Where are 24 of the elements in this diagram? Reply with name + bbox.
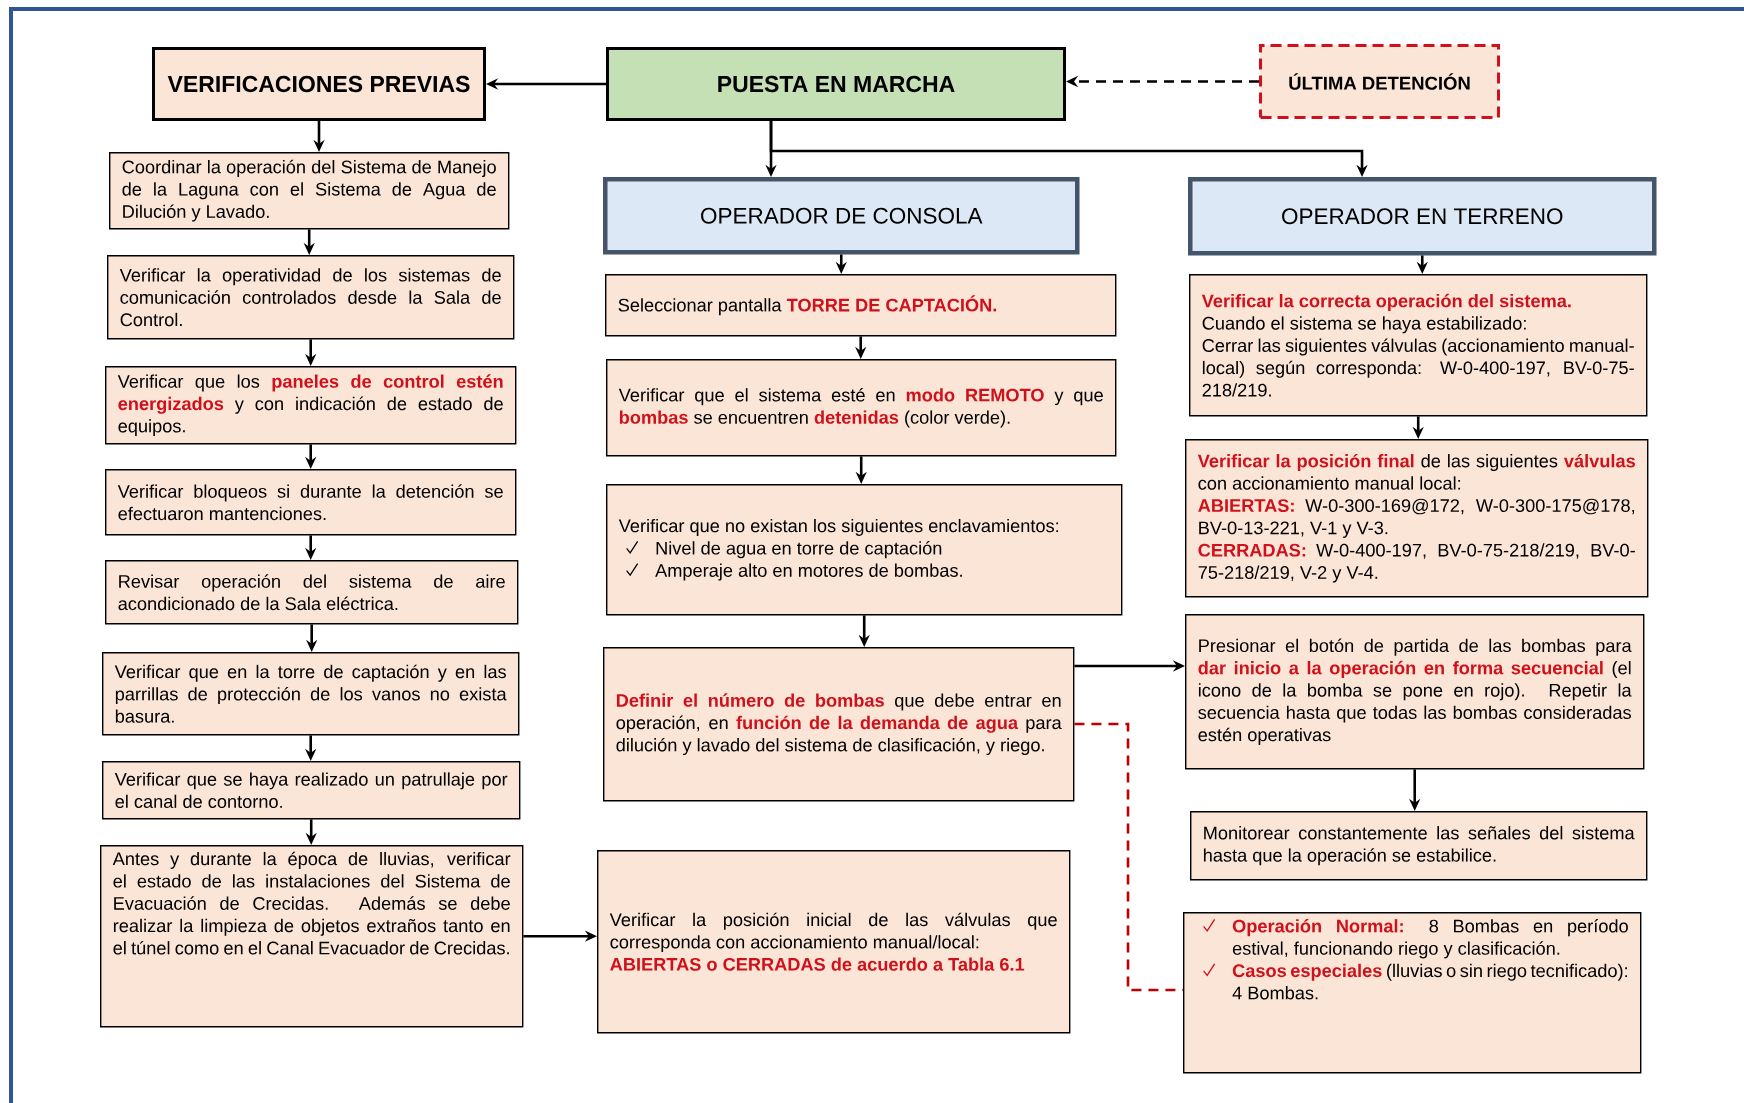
process-box: Coordinar la operación del Sistema de Manejo de la Laguna con el Sistema de Agua de Dilución y Lavado.	[109, 152, 510, 230]
process-box: Verificar que el sistema esté en modo REMOTO y que bombas se encuentren detenidas (color verde).	[606, 359, 1117, 457]
role-box: OPERADOR DE CONSOLA	[603, 177, 1080, 255]
process-box: Verificar que en la torre de captación y en las parrillas de protección de los vanos no exista basura.	[102, 652, 520, 736]
connector-line	[1074, 722, 1183, 992]
process-box: Monitorear constantemente las señales del sistema hasta que la operación se estabilice.	[1190, 811, 1648, 881]
heading-box: ÚLTIMA DETENCIÓN	[1259, 44, 1500, 119]
process-box: Verificar bloqueos si durante la detención se efectuaron mantenciones.	[105, 469, 517, 536]
process-box: Verificar que se haya realizado un patrullaje por el canal de contorno.	[102, 761, 521, 820]
process-box: Verificar que los paneles de control estén energizados y con indicación de estado de equipos.	[105, 366, 517, 445]
process-box: Verificar la correcta operación del sistema. Cuando el sistema se haya estabilizado: Cerrar las siguientes válvulas (accionamiento manual-local) según corresponda: W-0-400-197, BV-0-75-218/219.	[1189, 274, 1648, 417]
heading-box: VERIFICACIONES PREVIAS	[152, 47, 486, 121]
process-box: Operación Normal: 8 Bombas en período estival, funcionando riego y clasificación. Casos especiales (lluvias o sin riego tecnificado): 4 Bombas.	[1183, 912, 1642, 1074]
process-box: Verificar la posición inicial de las válvulas que corresponda con accionamiento manual/local: ABIERTAS o CERRADAS de acuerdo a Tabla 6.1	[597, 850, 1071, 1034]
process-box: Seleccionar pantalla TORRE DE CAPTACIÓN.	[605, 274, 1117, 337]
process-box: Presionar el botón de partida de las bombas para dar inicio a la operación en forma secuencial (el icono de la bomba se pone en rojo). Repetir la secuencia hasta que todas las bombas consideradas estén operativas	[1185, 614, 1645, 770]
heading-box: PUESTA EN MARCHA	[606, 47, 1066, 121]
process-box: Verificar la operatividad de los sistemas de comunicación controlados desde la Sala de Control.	[107, 255, 515, 340]
process-box: Definir el número de bombas que debe entrar en operación, en función de la demanda de agua para dilución y lavado del sistema de clasificación, y riego.	[603, 647, 1075, 802]
process-box: Revisar operación del sistema de aire acondicionado de la Sala eléctrica.	[105, 560, 519, 625]
process-box: Verificar la posición final de las siguientes válvulas con accionamiento manual local: ABIERTAS: W-0-300-169@172, W-0-300-175@178, BV-0-13-221, V-1 y V-3. CERRADAS: W-0-400-197, BV-0-75-218/219, BV-0-75-218/219, V-2 y V-4.	[1185, 439, 1649, 598]
role-box: OPERADOR EN TERRENO	[1188, 177, 1657, 256]
process-box: Antes y durante la época de lluvias, verificar el estado de las instalaciones del Sistema de Evacuación de Crecidas. Además se debe realizar la limpieza de objetos extraños tanto en el túnel como en el Canal Evacuador de Crecidas.	[100, 845, 524, 1028]
process-box: Verificar que no existan los siguientes enclavamientos: Nivel de agua en torre de captación Amperaje alto en motores de bombas.	[606, 484, 1123, 616]
